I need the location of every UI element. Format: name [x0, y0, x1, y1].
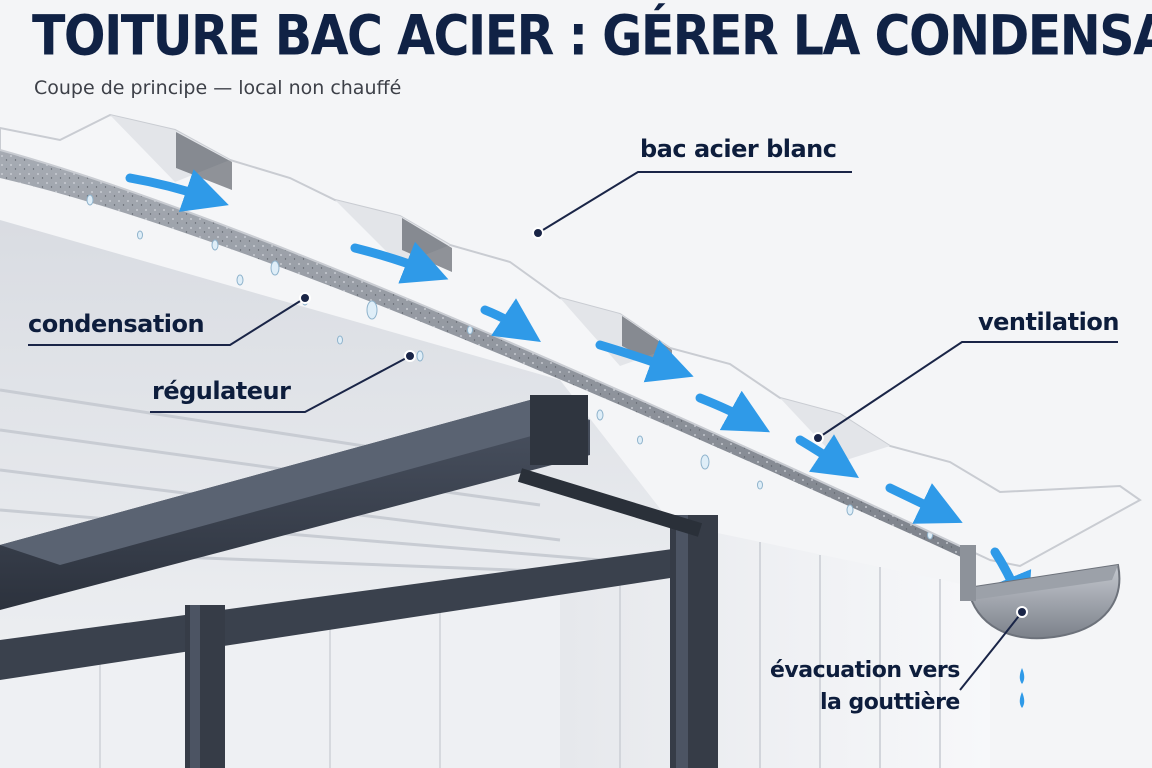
label-evacuation-line2: la gouttière — [820, 690, 960, 715]
label-steel-sheet: bac acier blanc — [640, 135, 837, 163]
airflow-arrow — [125, 169, 229, 212]
label-evacuation: évacuation vers la gouttière — [770, 655, 960, 719]
airflow-arrow — [595, 340, 694, 383]
regulator-layer — [0, 150, 980, 562]
leader-line-steel — [537, 171, 852, 234]
leader-lines — [28, 171, 1118, 691]
leader-line-evacuation — [959, 611, 1023, 691]
steel-frame — [0, 395, 718, 768]
gutter — [960, 545, 1121, 708]
label-regulator: régulateur — [152, 377, 291, 405]
airflow-arrow — [480, 298, 541, 342]
leader-line-regulator — [150, 355, 411, 413]
water-drip — [1019, 668, 1025, 684]
label-condensation: condensation — [28, 310, 205, 338]
page-title: TOITURE BAC ACIER : GÉRER LA CONDENSATIO… — [32, 4, 1152, 68]
airflow-arrow — [795, 434, 859, 478]
airflow-arrow — [885, 483, 963, 524]
label-evacuation-line1: évacuation vers — [770, 658, 960, 683]
airflow-arrows — [125, 169, 1032, 620]
page-subtitle: Coupe de principe — local non chauffé — [34, 77, 402, 99]
leader-line-ventilation — [817, 341, 1118, 439]
label-ventilation: ventilation — [978, 308, 1119, 336]
leader-line-condensation — [28, 297, 306, 346]
water-drip — [1019, 692, 1025, 708]
leader-dots — [299, 227, 1028, 618]
airflow-arrow — [350, 241, 449, 284]
airflow-arrow — [695, 390, 771, 433]
